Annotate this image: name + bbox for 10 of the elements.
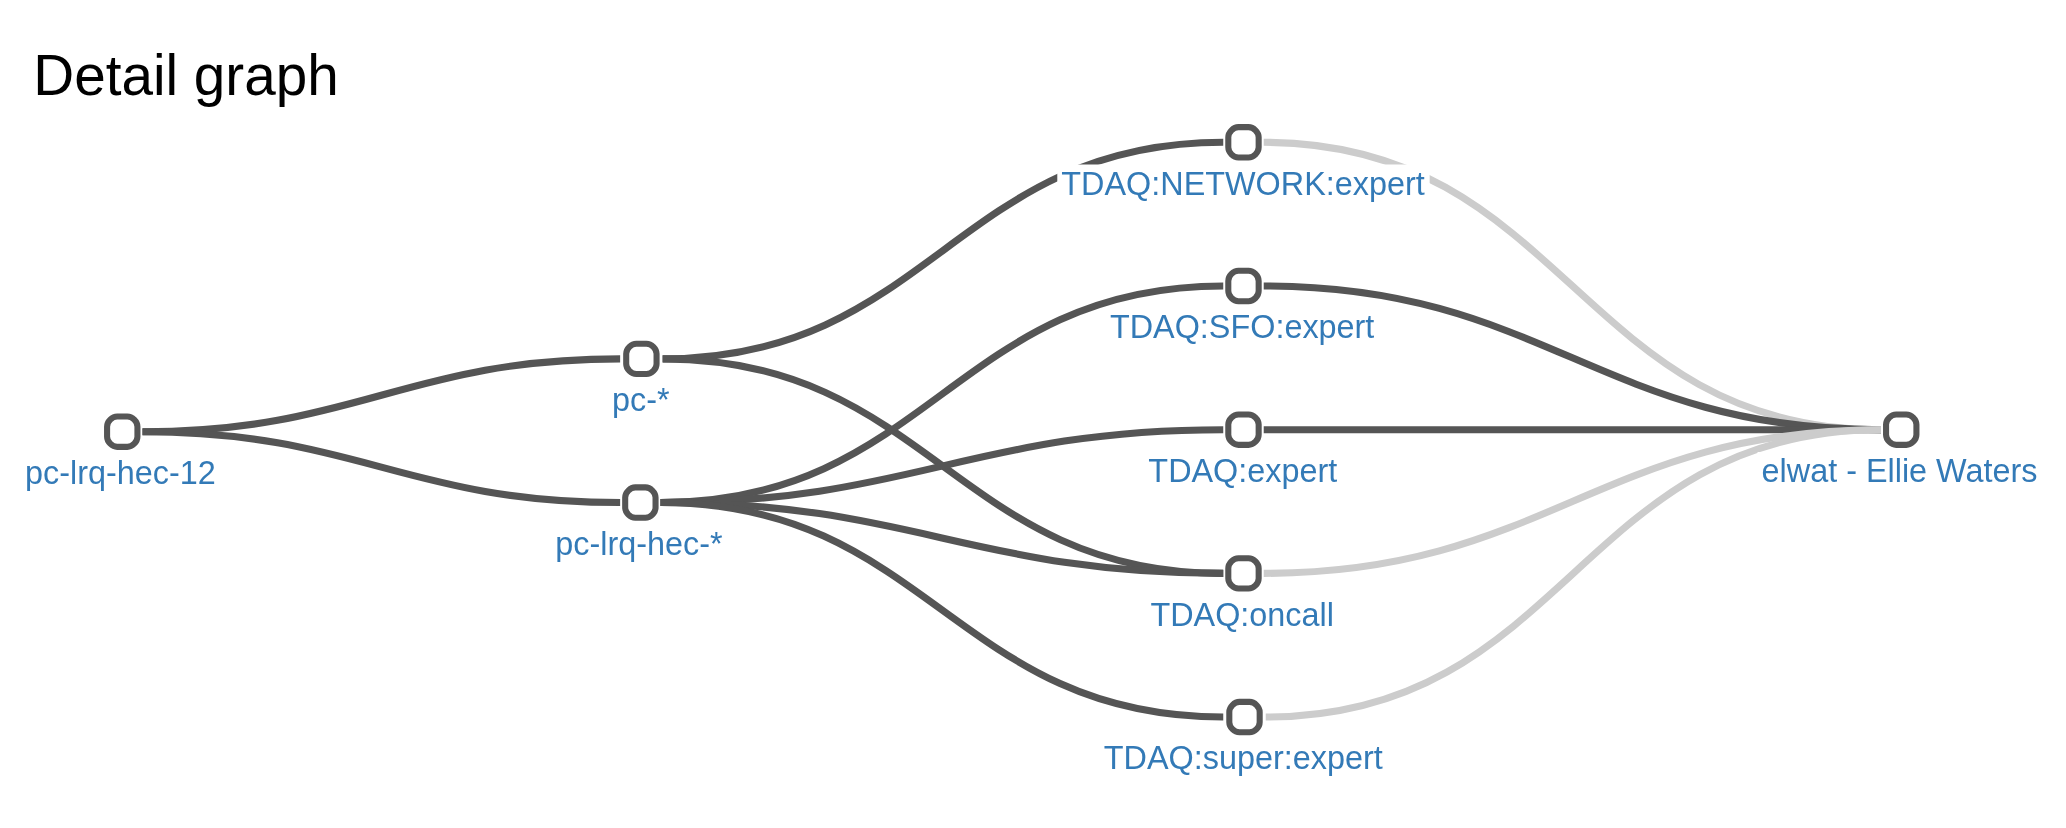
node-label: pc-* <box>612 381 670 418</box>
connector <box>660 498 1224 721</box>
node-label: pc-lrq-hec-* <box>555 525 723 562</box>
node-label: pc-lrq-hec-12 <box>25 454 216 491</box>
node-label: TDAQ:expert <box>1148 452 1338 489</box>
node-label: TDAQ:oncall <box>1150 596 1334 633</box>
diagram-title: Detail graph <box>33 43 339 107</box>
node-label: TDAQ:super:expert <box>1103 739 1383 776</box>
connector <box>662 354 1224 577</box>
node-label: TDAQ:SFO:expert <box>1109 308 1375 345</box>
